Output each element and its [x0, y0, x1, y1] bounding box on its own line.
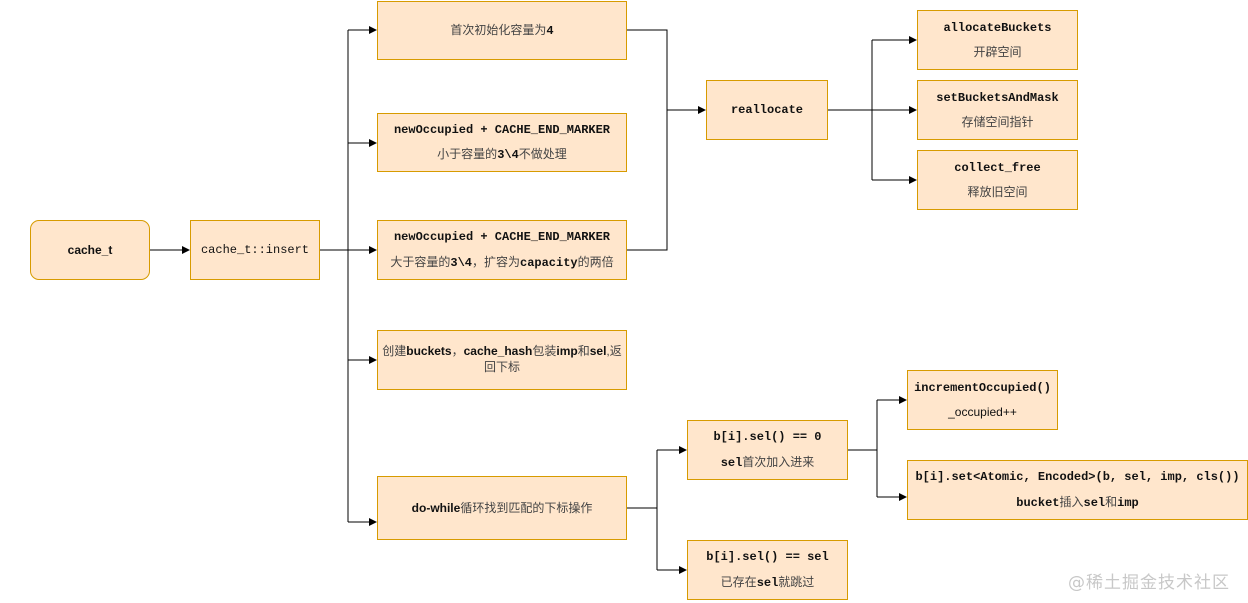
node-create-label: 创建buckets，cache_hash包装imp和sel,返回下标: [382, 344, 622, 374]
node-over-line2: 大于容量的3\4，扩容为capacity的两倍: [390, 254, 614, 270]
node-eq0-title: b[i].sel() == 0: [713, 430, 822, 445]
node-allocate-desc: 开辟空间: [973, 45, 1022, 59]
node-eqsel-title: b[i].sel() == sel: [706, 550, 829, 565]
node-sel-equals-zero: b[i].sel() == 0 sel首次加入进来: [687, 420, 848, 480]
node-insert: cache_t::insert: [190, 220, 320, 280]
node-collect-desc: 释放旧空间: [967, 185, 1028, 199]
node-allocate-title: allocateBuckets: [943, 20, 1052, 35]
node-sel-equals-sel: b[i].sel() == sel 已存在sel就跳过: [687, 540, 848, 600]
node-reallocate: reallocate: [706, 80, 828, 140]
node-cache-t-label: cache_t: [67, 242, 113, 257]
node-bucket-set: b[i].set<Atomic, Encoded>(b, sel, imp, c…: [907, 460, 1248, 520]
edge-init-realloc: [627, 29, 668, 110]
node-allocate-buckets: allocateBuckets 开辟空间: [917, 10, 1078, 70]
edge-over-realloc: [627, 110, 668, 251]
node-under-threshold: newOccupied + CACHE_END_MARKER 小于容量的3\4不…: [377, 113, 627, 172]
node-insert-label: cache_t::insert: [200, 242, 310, 257]
node-set-title: b[i].set<Atomic, Encoded>(b, sel, imp, c…: [915, 470, 1240, 485]
node-init-label: 首次初始化容量为4: [450, 22, 554, 38]
node-setb-title: setBucketsAndMask: [936, 90, 1059, 105]
node-inc-desc: _occupied++: [948, 405, 1017, 419]
node-over-threshold: newOccupied + CACHE_END_MARKER 大于容量的3\4，…: [377, 220, 627, 280]
node-eqsel-desc: 已存在sel就跳过: [720, 574, 815, 590]
node-set-desc: bucket插入sel和imp: [1016, 494, 1139, 510]
node-cache-t: cache_t: [30, 220, 150, 280]
node-init-capacity: 首次初始化容量为4: [377, 1, 627, 60]
node-collect-title: collect_free: [954, 160, 1041, 175]
node-do-while: do-while循环找到匹配的下标操作: [377, 476, 627, 540]
node-under-line2: 小于容量的3\4不做处理: [437, 147, 567, 162]
node-reallocate-label: reallocate: [730, 102, 803, 117]
node-eq0-desc: sel首次加入进来: [720, 454, 815, 470]
node-over-line1: newOccupied + CACHE_END_MARKER: [393, 230, 611, 245]
node-inc-title: incrementOccupied(): [914, 380, 1051, 395]
node-under-line1: newOccupied + CACHE_END_MARKER: [393, 122, 611, 137]
node-collect-free: collect_free 释放旧空间: [917, 150, 1078, 210]
node-setb-desc: 存储空间指针: [961, 115, 1034, 129]
watermark: @稀土掘金技术社区: [1068, 573, 1230, 593]
node-create-buckets: 创建buckets，cache_hash包装imp和sel,返回下标: [377, 330, 627, 390]
node-increment-occupied: incrementOccupied() _occupied++: [907, 370, 1058, 430]
node-set-buckets-and-mask: setBucketsAndMask 存储空间指针: [917, 80, 1078, 140]
node-do-while-label: do-while循环找到匹配的下标操作: [411, 500, 593, 515]
